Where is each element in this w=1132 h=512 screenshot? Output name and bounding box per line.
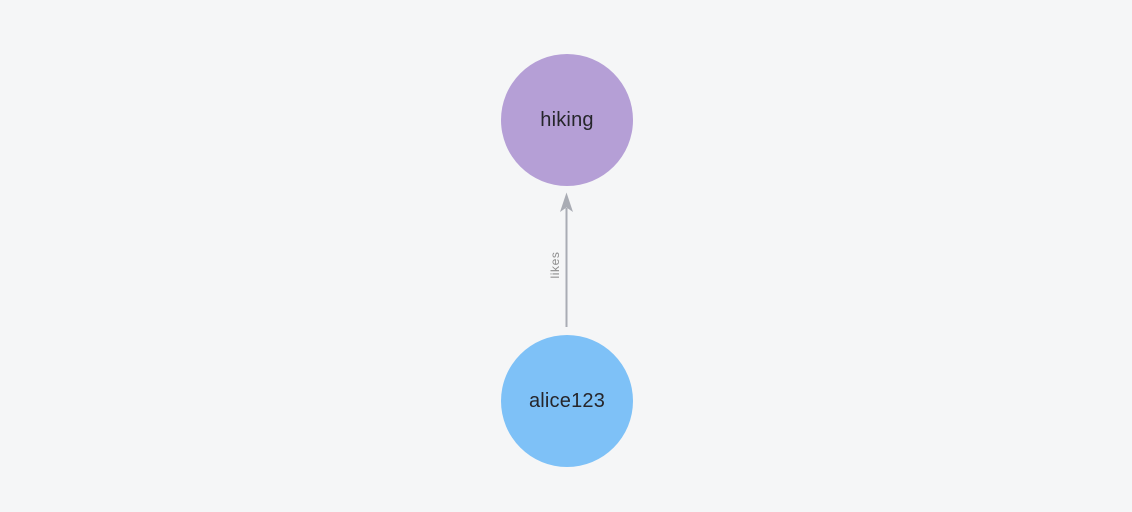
edge-label-likes: likes bbox=[548, 251, 562, 279]
node-hiking-label: hiking bbox=[540, 109, 594, 131]
edge-alice123-likes-hiking[interactable] bbox=[560, 192, 573, 328]
node-hiking[interactable]: hiking bbox=[501, 54, 633, 186]
node-alice123-label: alice123 bbox=[528, 390, 606, 412]
node-alice123[interactable]: alice123 bbox=[501, 335, 633, 467]
edge-arrowhead bbox=[560, 192, 573, 212]
